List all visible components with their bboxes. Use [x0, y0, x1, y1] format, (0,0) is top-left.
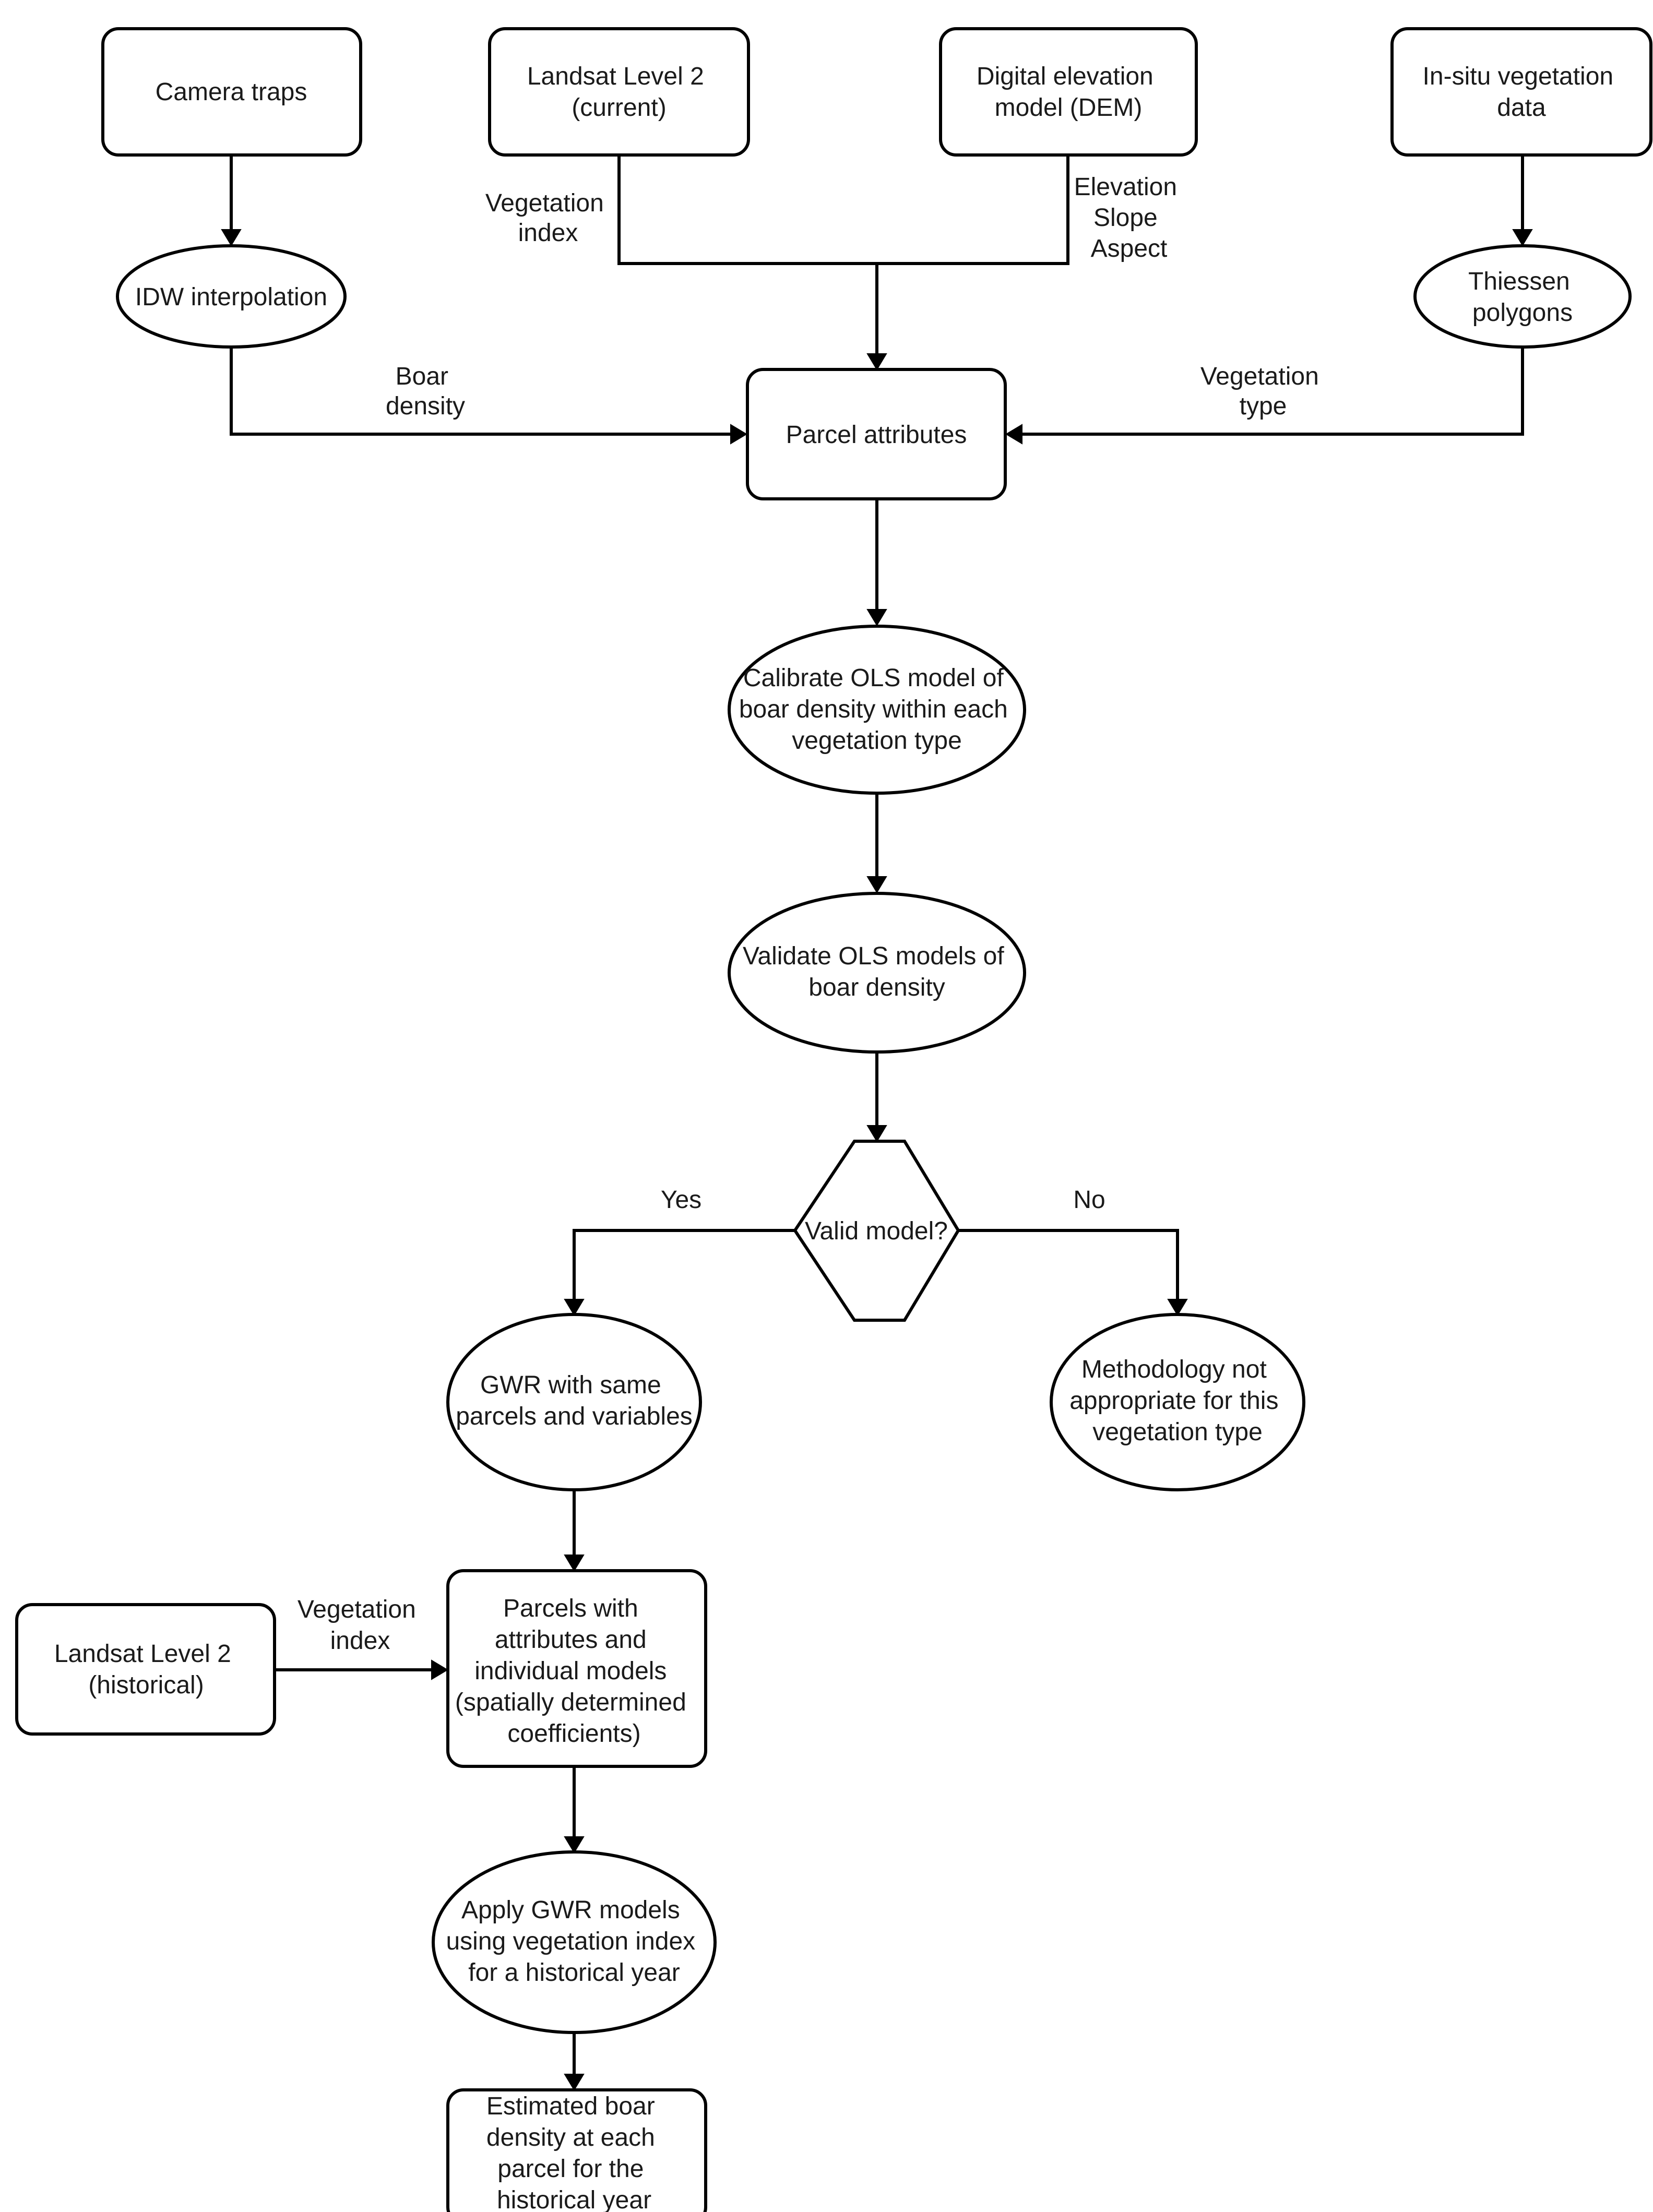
edge-decision-yes [573, 1229, 795, 1299]
arrowhead [866, 1125, 887, 1142]
node-apply-gwr: Apply GWR models using vegetation index … [432, 1850, 717, 2034]
node-landsat-historical: Landsat Level 2 (historical) [15, 1603, 276, 1736]
edge-label-boar-density: Boar density [386, 363, 465, 420]
node-insitu-vegetation-label: In-situ vegetation data [1423, 63, 1621, 122]
node-landsat-current-label: Landsat Level 2 (current) [527, 63, 711, 122]
arrowhead [1512, 229, 1533, 246]
node-validate-ols-label: Validate OLS models of boar density [743, 942, 1011, 1001]
edge-label-yes: Yes [661, 1186, 701, 1214]
node-valid-model-decision: Valid model? [793, 1140, 960, 1322]
edges [221, 155, 1533, 2091]
arrowhead [564, 1555, 585, 1572]
node-gwr: GWR with same parcels and variables [446, 1313, 702, 1491]
edge-idw-to-parcel [230, 347, 731, 436]
arrowhead [1005, 424, 1022, 445]
edge-label-no: No [1073, 1186, 1105, 1214]
node-estimated-density: Estimated boar density at each parcel fo… [446, 2088, 707, 2212]
node-camera-traps-label: Camera traps [156, 78, 307, 106]
node-gwr-label: GWR with same parcels and variables [456, 1371, 693, 1430]
edge-label-vegetation-type: Vegetation type [1200, 363, 1326, 420]
arrowhead [866, 876, 887, 893]
arrowhead [564, 1299, 585, 1316]
node-methodology-not-appropriate-label: Methodology not appropriate for this veg… [1069, 1356, 1286, 1446]
edge-label-vegetation-index-current: Vegetation index [485, 189, 611, 247]
arrowhead [564, 1836, 585, 1854]
node-landsat-historical-label: Landsat Level 2 (historical) [54, 1640, 238, 1699]
node-validate-ols: Validate OLS models of boar density [728, 892, 1026, 1054]
edge-decision-no [958, 1229, 1179, 1299]
node-parcel-attributes: Parcel attributes [746, 368, 1007, 500]
node-parcels-individual-models: Parcels with attributes and individual m… [446, 1569, 707, 1768]
node-camera-traps: Camera traps [101, 27, 362, 157]
arrowhead [1167, 1299, 1188, 1316]
node-idw: IDW interpolation [116, 244, 347, 349]
node-valid-model-label: Valid model? [805, 1217, 948, 1245]
edge-landsat-current-to-parcel [617, 155, 877, 265]
node-thiessen-label: Thiessen polygons [1468, 268, 1577, 327]
node-landsat-current: Landsat Level 2 (current) [488, 27, 750, 157]
node-idw-label: IDW interpolation [135, 283, 327, 311]
arrowhead [564, 2074, 585, 2091]
arrowhead [221, 229, 242, 246]
node-dem: Digital elevation model (DEM) [939, 27, 1198, 157]
node-dem-label: Digital elevation model (DEM) [977, 63, 1160, 122]
node-insitu-vegetation: In-situ vegetation data [1390, 27, 1652, 157]
node-apply-gwr-label: Apply GWR models using vegetation index … [446, 1896, 702, 1987]
edge-label-elevation-slope-aspect: Elevation Slope Aspect [1074, 173, 1184, 262]
node-estimated-density-label: Estimated boar density at each parcel fo… [486, 2093, 662, 2212]
node-thiessen: Thiessen polygons [1413, 244, 1632, 349]
edge-thiessen-to-parcel [1022, 347, 1524, 436]
edge-dem-to-parcel [877, 155, 1069, 265]
arrowhead [866, 353, 887, 370]
edge-label-vegetation-index-historical: Vegetation index [298, 1596, 423, 1655]
arrowhead [730, 424, 747, 445]
node-calibrate-ols-label: Calibrate OLS model of boar density with… [739, 664, 1015, 755]
arrowhead [431, 1659, 448, 1680]
node-calibrate-ols: Calibrate OLS model of boar density with… [728, 625, 1026, 795]
node-parcel-attributes-label: Parcel attributes [786, 421, 967, 449]
node-parcels-individual-models-label: Parcels with attributes and individual m… [455, 1595, 693, 1748]
arrowhead [866, 609, 887, 626]
node-methodology-not-appropriate: Methodology not appropriate for this veg… [1050, 1313, 1305, 1491]
